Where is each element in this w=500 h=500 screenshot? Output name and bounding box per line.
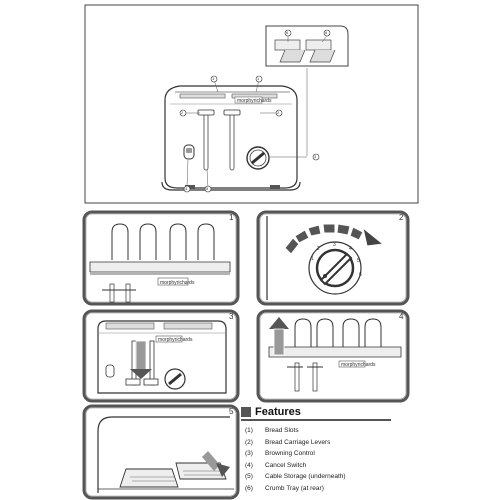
step-3-logo: morphyrichards [158, 337, 193, 343]
crumb-tray-inset [265, 25, 349, 67]
callout-6: 6 [286, 30, 289, 35]
callout-2: 2 [181, 110, 184, 115]
overview-panel: morphyrichards [0, 0, 500, 205]
step-1-diagram: morphyrichards [82, 210, 240, 306]
callout-6b: 6 [325, 30, 328, 35]
feature-item: (5) Cable Storage (underneath) [245, 471, 445, 483]
feature-label: Browning Control [265, 450, 315, 458]
step-4-diagram: morphyrichards [256, 309, 410, 403]
dial-mark-1: 1 [311, 256, 314, 262]
push-down-arrow [130, 340, 152, 379]
feature-label: Cancel Switch [265, 461, 307, 469]
dial-mark-3: 3 [333, 242, 336, 248]
step-1-panel: morphyrichards 1 [80, 208, 240, 308]
callout-3: 3 [314, 154, 317, 159]
step-5-diagram [82, 404, 240, 500]
callout-markers [179, 75, 320, 193]
toaster-logo: morphyrichards [237, 98, 272, 104]
callout-4: 4 [185, 186, 188, 191]
feature-item: (1) Bread Slots [245, 425, 445, 437]
feature-label: Bread Carriage Levers [265, 438, 331, 446]
feature-list: (1) Bread Slots (2) Bread Carriage Lever… [245, 425, 445, 495]
feature-label: Crumb Tray (at rear) [265, 484, 324, 492]
feature-number: (5) [245, 473, 253, 481]
dial-mark-2: 2 [317, 246, 320, 252]
feature-number: (4) [245, 461, 253, 469]
rotate-arrow [284, 223, 385, 255]
step-1-logo: morphyrichards [160, 280, 195, 286]
pull-out-arrow [202, 451, 230, 477]
step-number-1: 1 [229, 213, 234, 222]
feature-number: (3) [245, 450, 253, 458]
dial-mark-6: 6 [359, 272, 362, 278]
feature-item: (2) Bread Carriage Levers [245, 437, 445, 449]
step-4-logo: morphyrichards [341, 362, 376, 368]
step-5-panel: 5 [80, 403, 240, 500]
step-2-panel: 1 2 3 4 5 6 2 [255, 208, 410, 308]
features-divider [241, 419, 391, 421]
feature-item: (4) Cancel Switch [245, 460, 445, 472]
feature-item: (3) Browning Control [245, 448, 445, 460]
feature-label: Bread Slots [265, 427, 299, 434]
pop-up-arrow [269, 317, 289, 356]
features-title-marker [241, 407, 251, 417]
feature-item: (6) Crumb Tray (at rear) [245, 483, 445, 495]
callout-2b: 2 [277, 110, 280, 115]
step-number-3: 3 [229, 312, 234, 321]
step-number-4: 4 [399, 312, 404, 321]
feature-label: Cable Storage (underneath) [265, 473, 346, 481]
dial-mark-4: 4 [349, 246, 352, 252]
callout-5: 5 [206, 186, 209, 191]
step-number-5: 5 [229, 407, 234, 416]
step-number-2: 2 [399, 213, 404, 222]
callout-1: 1 [212, 76, 215, 81]
features-title: Features [255, 406, 301, 418]
callout-1b: 1 [257, 76, 260, 81]
feature-number: (6) [245, 484, 253, 492]
feature-number: (2) [245, 438, 253, 446]
dial-mark-5: 5 [357, 258, 360, 264]
overview-callout-labels: 1 1 2 2 3 4 5 6 6 [0, 0, 500, 205]
overview-diagram: morphyrichards [84, 4, 419, 204]
step-2-diagram: 1 2 3 4 5 6 [256, 210, 410, 306]
step-3-diagram: morphyrichards [82, 309, 240, 403]
step-4-panel: morphyrichards 4 [255, 309, 410, 404]
dial-scale: 1 2 3 4 5 6 [311, 242, 362, 278]
step-3-panel: morphyrichards 3 [80, 309, 240, 404]
feature-number: (1) [245, 427, 253, 434]
